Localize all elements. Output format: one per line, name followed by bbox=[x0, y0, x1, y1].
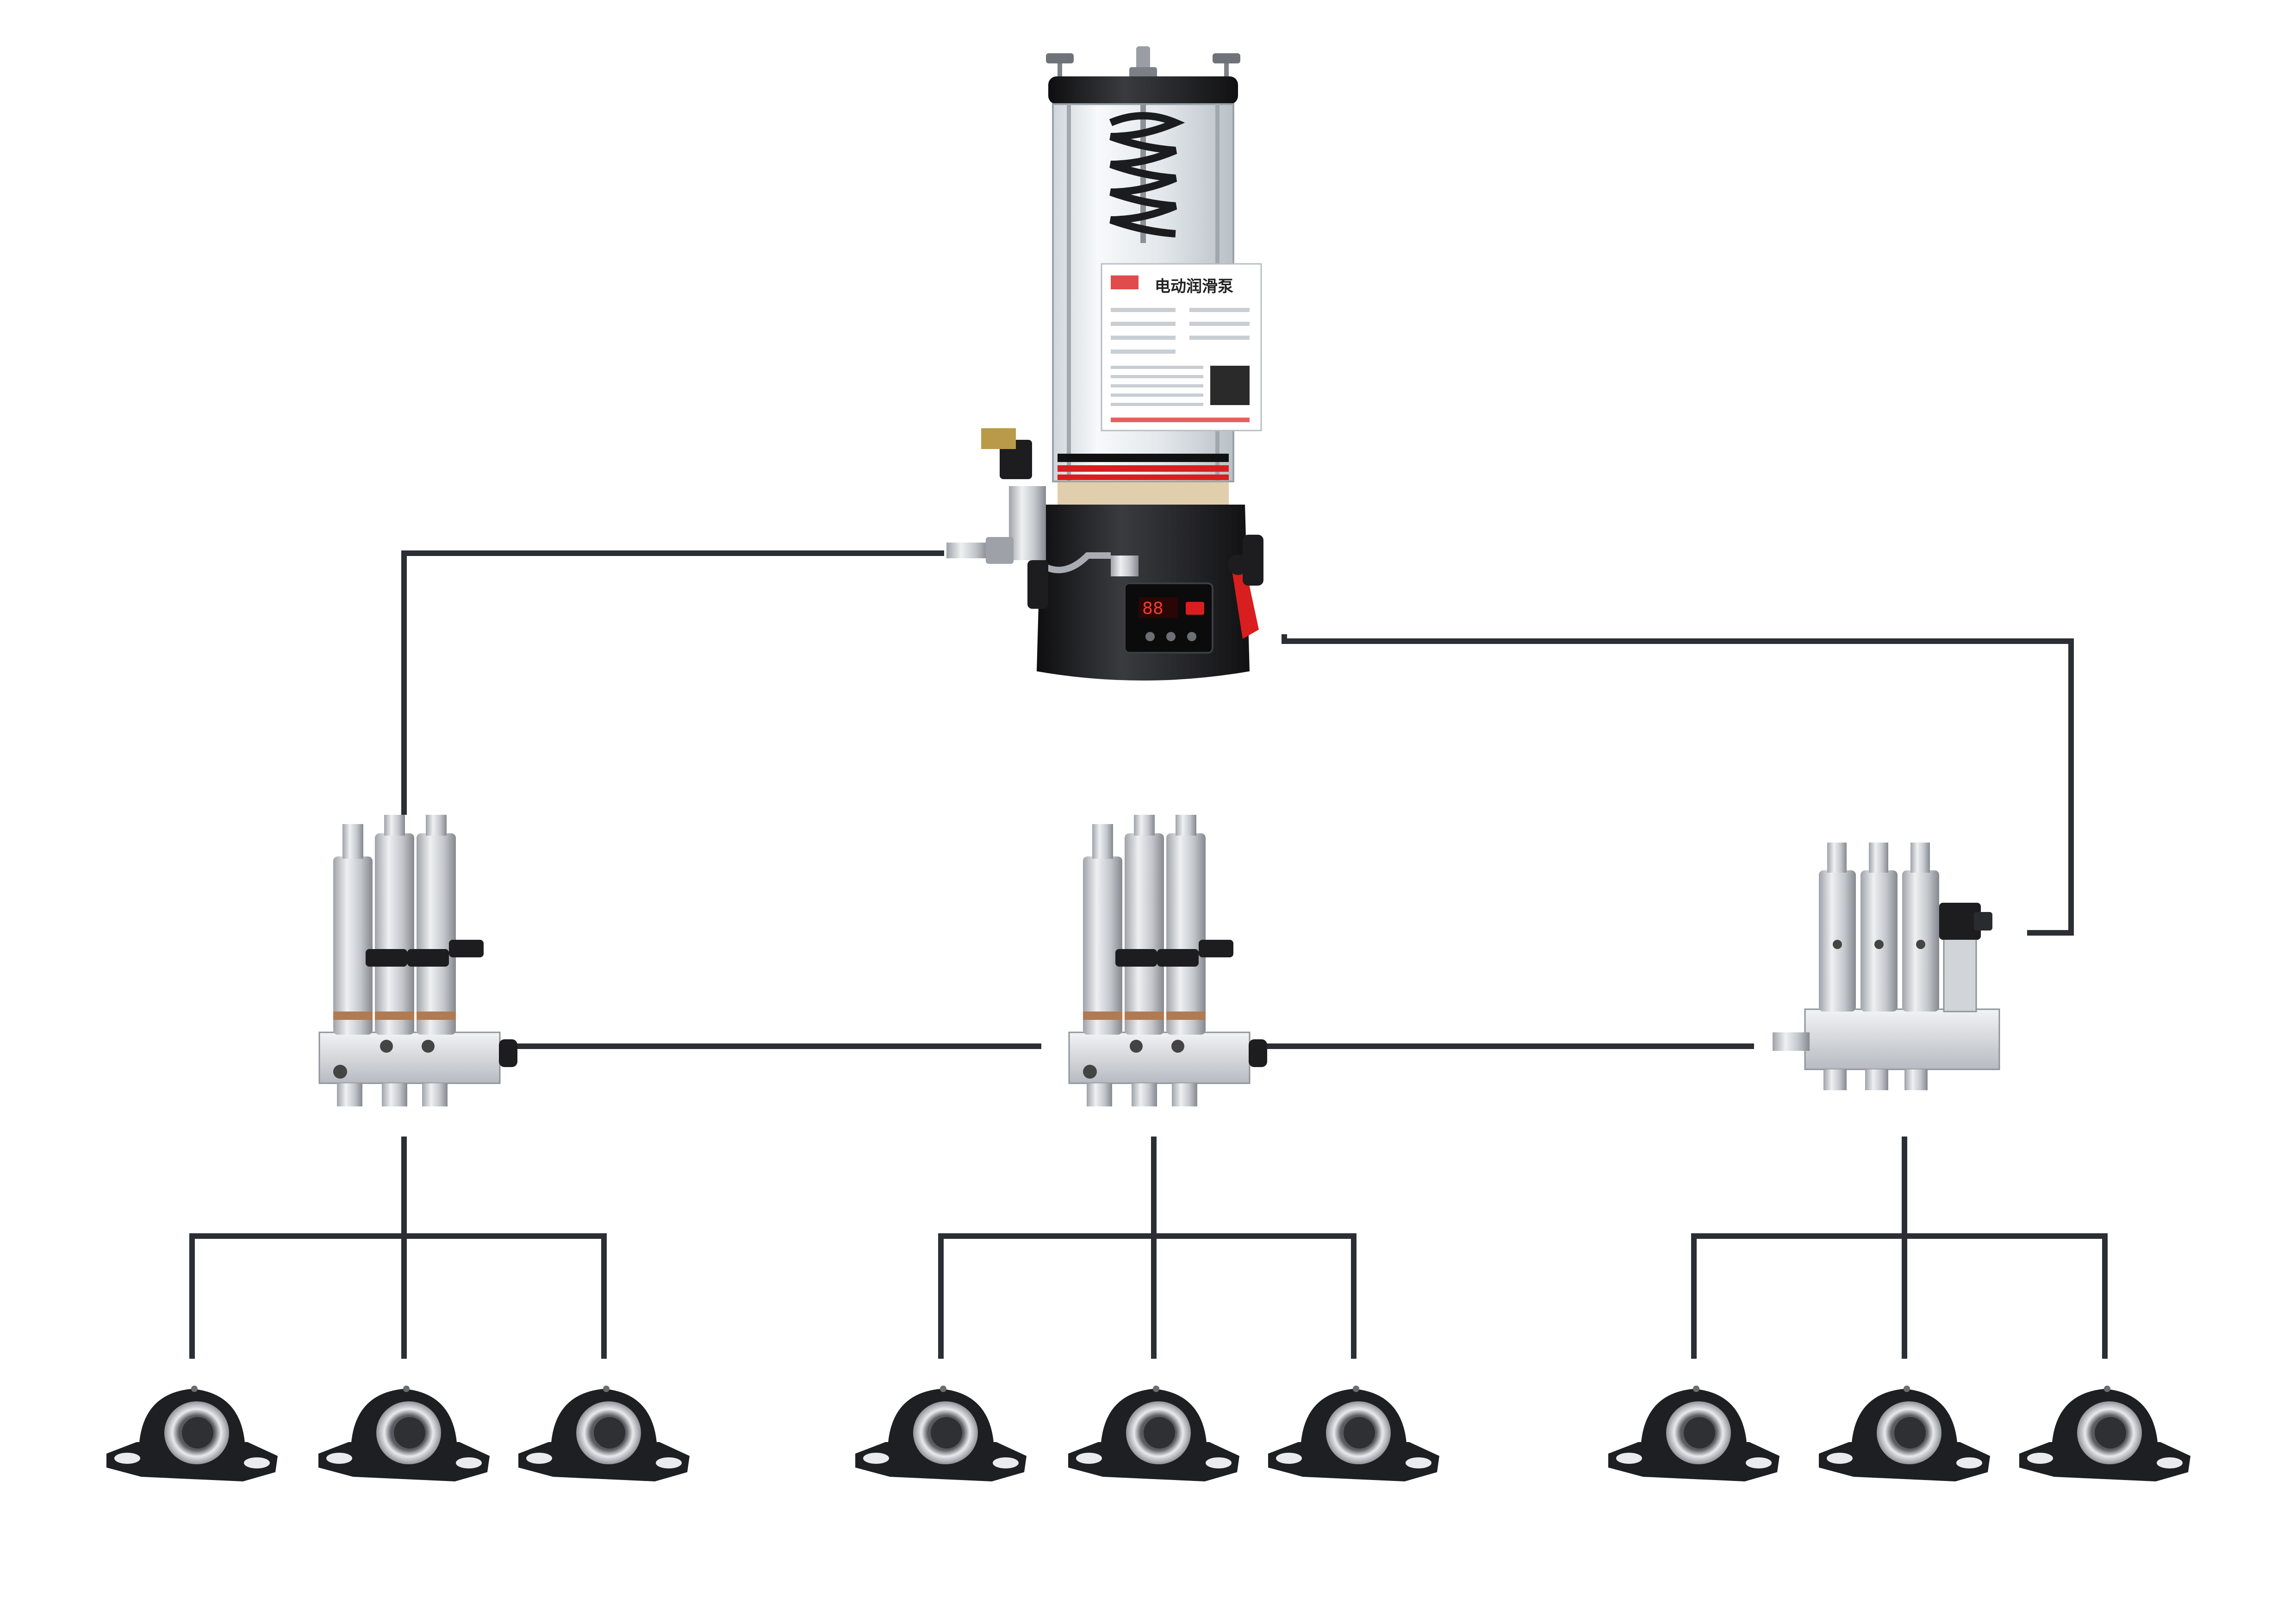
pillow-block-bearing-icon bbox=[1268, 1386, 1439, 1481]
feeder-bar-right bbox=[1691, 1233, 2108, 1359]
lubrication-pump-icon: 电动润滑泵 88 bbox=[946, 46, 1263, 681]
pump-label-title: 电动润滑泵 bbox=[1155, 277, 1233, 296]
pump-display-reading: 88 bbox=[1142, 599, 1164, 618]
progressive-distributor-left bbox=[318, 815, 517, 1106]
pillow-block-bearing-icon bbox=[518, 1386, 690, 1481]
feeder-bar-left bbox=[189, 1233, 607, 1359]
pillow-block-bearing-icon bbox=[318, 1386, 490, 1481]
pipe-pump-to-left-distributor bbox=[401, 550, 944, 815]
pillow-block-bearing-icon bbox=[1608, 1386, 1780, 1481]
feeder-bar-middle bbox=[938, 1233, 1356, 1359]
bearing-group bbox=[106, 1386, 2190, 1481]
pipe-pump-to-right-distributor bbox=[1282, 634, 2074, 936]
pillow-block-bearing-icon bbox=[1068, 1386, 1239, 1481]
pillow-block-bearing-icon bbox=[855, 1386, 1027, 1481]
connection-lines bbox=[189, 550, 2108, 1359]
pillow-block-bearing-icon bbox=[106, 1386, 278, 1481]
progressive-distributor-middle bbox=[1068, 815, 1267, 1106]
pillow-block-bearing-icon bbox=[1819, 1386, 1990, 1481]
progressive-distributor-right-with-sensor bbox=[1773, 843, 2000, 1090]
pillow-block-bearing-icon bbox=[2019, 1386, 2190, 1481]
